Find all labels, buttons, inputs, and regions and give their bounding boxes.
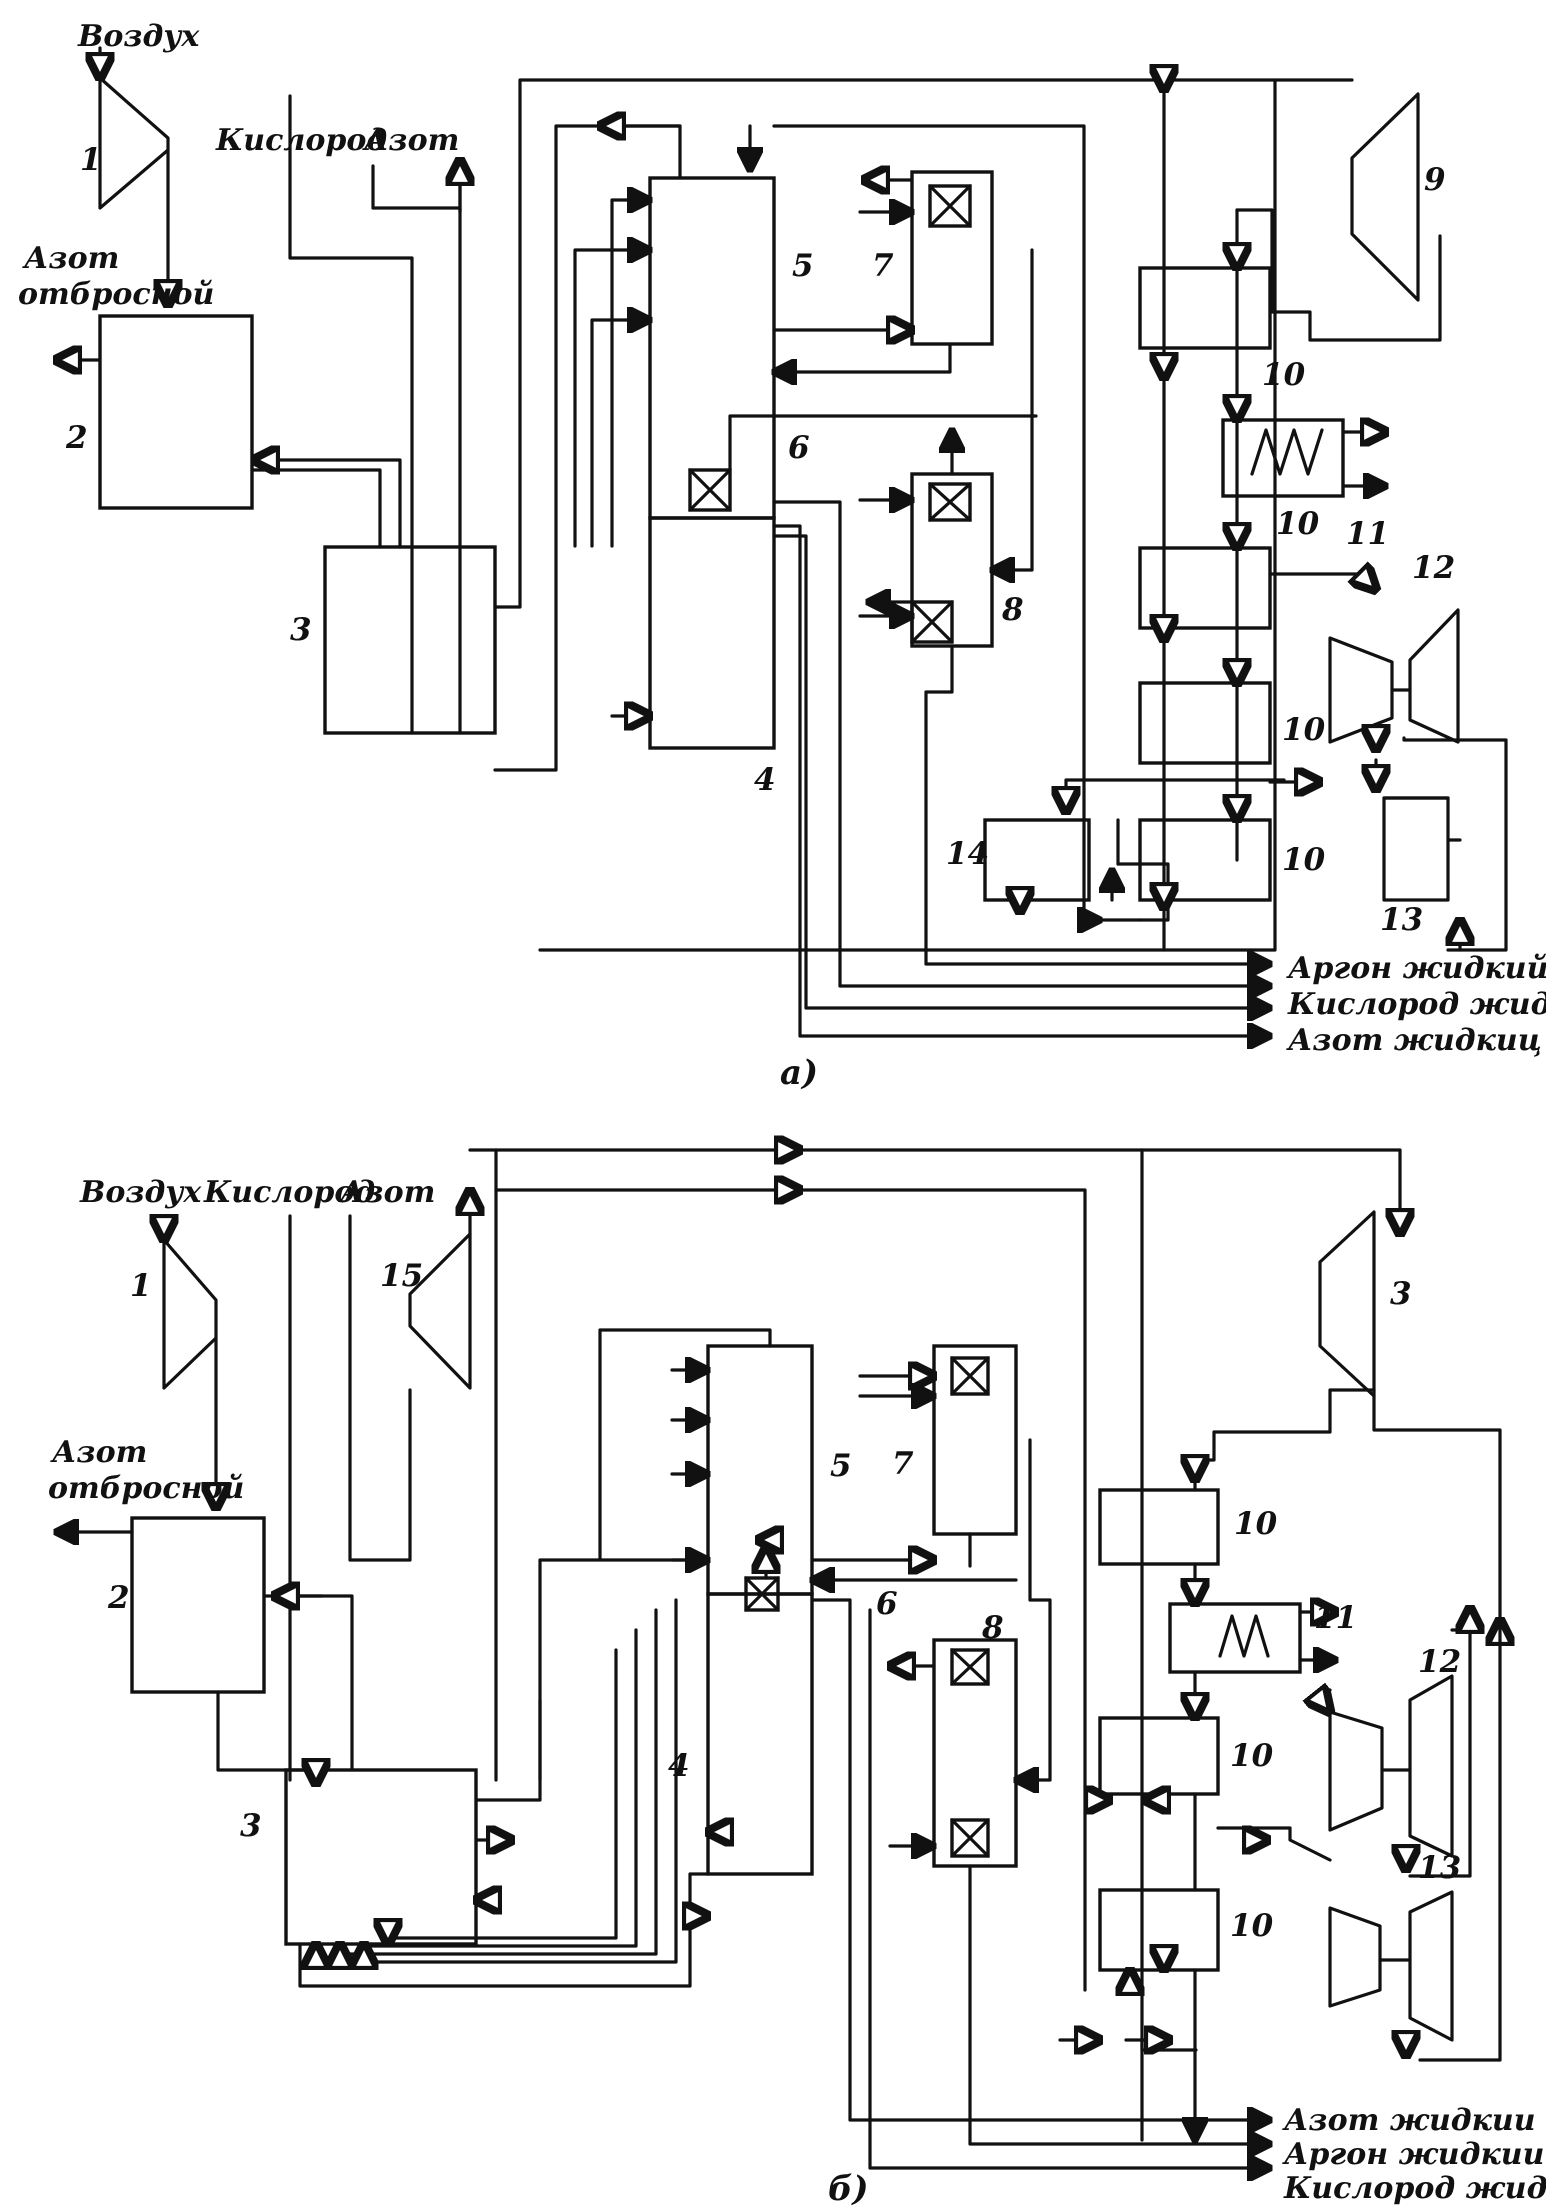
caption-b: б) [828,2169,869,2207]
label-b-15: 15 [380,1258,423,1294]
panel-a: Воздух Кислород Азот Азот отбросной Арго… [18,19,1546,1093]
column-7 [910,170,994,346]
label-b-11: 11 [1314,1600,1357,1636]
caption-a: а) [780,1053,818,1093]
label-4: 4 [754,762,776,798]
nitrogen-liquid-label-b: Азот жидкии [1282,2103,1536,2138]
label-8: 8 [1001,592,1024,628]
heat-exchanger-2 [98,314,254,510]
label-2: 2 [65,420,88,456]
label-1: 1 [80,142,102,178]
compressor-1 [100,46,168,305]
label-b-7: 7 [892,1446,914,1482]
waste-nitrogen-label-b-2: отбросной [48,1471,244,1506]
column-4 [648,516,776,750]
label-b-13: 13 [1418,1850,1461,1886]
oxygen-liquid-label: Кислород жидкий [1287,987,1546,1022]
nitrogen-liquid-label: Азот жидкиц [1286,1023,1542,1058]
oxygen-label-b: Кислород [203,1175,375,1210]
label-b-6: 6 [876,1586,898,1622]
label-b-12: 12 [1418,1644,1461,1680]
label-b-5: 5 [830,1448,852,1484]
label-b-3b: 3 [1390,1276,1412,1312]
air-label: Воздух [77,19,200,54]
label-10d: 10 [1282,842,1326,878]
label-5: 5 [792,248,814,284]
label-13: 13 [1380,902,1423,938]
label-14: 14 [946,836,989,872]
argon-liquid-label: Аргон жидкий [1286,951,1546,986]
label-b-2: 2 [107,1580,130,1616]
label-b-10c: 10 [1230,1908,1274,1944]
nitrogen-label-b: Азот [338,1175,435,1210]
panel-b: Воздух Кислород Азот Азот отбросной Азот… [48,1150,1546,2207]
waste-nitrogen-label-b-1: Азот [50,1435,147,1470]
nitrogen-label: Азот [362,123,459,158]
oxygen-label: Кислород [215,123,387,158]
label-3: 3 [290,612,312,648]
label-6: 6 [788,430,810,466]
label-b-4: 4 [668,1748,690,1784]
label-7: 7 [872,248,894,284]
label-10a: 10 [1262,357,1306,393]
label-11: 11 [1346,516,1389,552]
waste-nitrogen-label-1: Азот [22,241,119,276]
column-5 [648,176,776,520]
label-10c: 10 [1282,712,1326,748]
label-10b: 10 [1276,506,1320,542]
label-b-10a: 10 [1234,1506,1278,1542]
air-label-b: Воздух [79,1175,202,1210]
label-b-10b: 10 [1230,1738,1274,1774]
label-12: 12 [1412,550,1455,586]
label-b-8: 8 [981,1610,1004,1646]
oxygen-liquid-label-b: Кислород жидкии [1283,2171,1546,2206]
argon-liquid-label-b: Аргон жидкии [1282,2137,1544,2172]
heat-exchanger-3 [323,545,497,735]
label-b-1: 1 [130,1268,152,1304]
waste-nitrogen-label-2: отбросной [18,277,214,312]
label-9: 9 [1424,162,1446,198]
label-b-3a: 3 [240,1808,262,1844]
turbine-9 [1350,92,1420,302]
